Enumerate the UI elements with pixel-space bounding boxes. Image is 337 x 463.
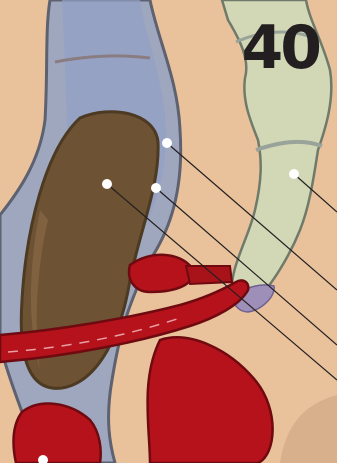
marker-bladder [162, 138, 172, 148]
marker-bladder-lower [151, 183, 161, 193]
ampulla [129, 255, 193, 292]
vessel-stub [186, 266, 232, 284]
marker-prostate [102, 179, 112, 189]
page-number: 40 [242, 18, 320, 78]
marker-ureter [289, 169, 299, 179]
